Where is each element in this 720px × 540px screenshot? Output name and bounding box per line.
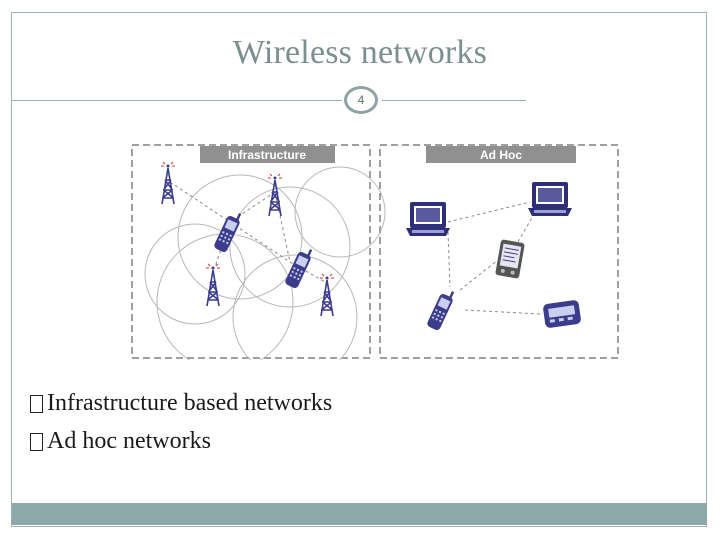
slide-frame — [11, 12, 707, 527]
slide-title: Wireless networks — [232, 34, 488, 71]
laptop-icon — [406, 202, 450, 236]
bullet-item: Infrastructure based networks — [30, 384, 332, 422]
pager-icon — [542, 299, 582, 329]
adhoc-panel — [379, 144, 619, 359]
bullet-marker-icon — [30, 395, 43, 413]
adhoc-links — [447, 201, 541, 315]
laptop-icon — [528, 182, 572, 216]
infrastructure-panel — [131, 144, 371, 359]
page-number-badge: 4 — [344, 86, 378, 114]
footer-bar — [12, 503, 707, 525]
mobile-phone-icon — [426, 287, 457, 332]
bullet-item: Ad hoc networks — [30, 422, 332, 460]
adhoc-header-bar — [426, 146, 576, 163]
mobile-phone-icon — [213, 209, 244, 254]
cell-tower-icon — [205, 263, 221, 307]
coverage-circles — [144, 166, 386, 360]
infrastructure-header-bar — [200, 146, 335, 163]
cell-tower-icon — [160, 161, 176, 205]
network-diagram: Infrastructure Ad Hoc — [131, 144, 619, 360]
title-divider-left — [12, 100, 342, 101]
bullet-text: Ad hoc networks — [47, 427, 211, 454]
bullet-list: Infrastructure based networks Ad hoc net… — [30, 384, 332, 460]
adhoc-label: Ad Hoc — [480, 148, 522, 162]
infrastructure-label: Infrastructure — [228, 148, 306, 162]
mobile-phone-icon — [284, 245, 315, 290]
pda-icon — [494, 238, 526, 280]
bullet-marker-icon — [30, 433, 43, 451]
cell-tower-icon — [267, 173, 283, 217]
title-divider-right — [382, 100, 526, 101]
bullet-text: Infrastructure based networks — [47, 389, 333, 416]
